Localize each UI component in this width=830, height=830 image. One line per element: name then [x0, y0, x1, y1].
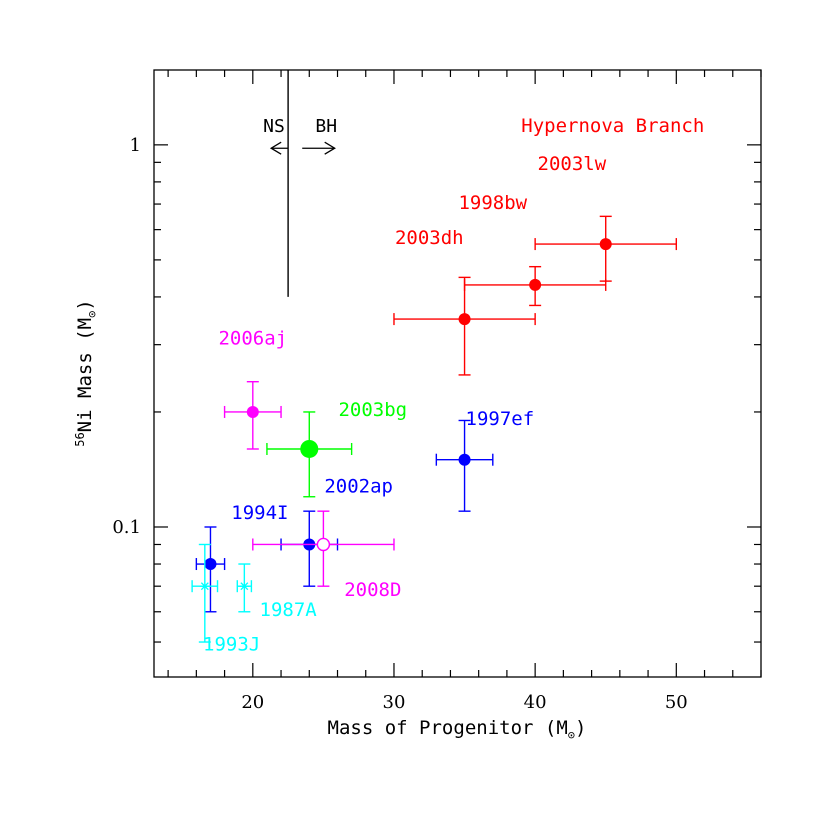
point-label: 2003bg [338, 399, 407, 421]
point-2008D: 2008D [252, 510, 401, 601]
point-1994I: 1994I [195, 502, 288, 613]
x-tick-label: 50 [665, 692, 688, 713]
x-tick-label: 30 [383, 692, 406, 713]
bh-arrow-head [324, 141, 336, 155]
x-tick-label: 20 [241, 692, 264, 713]
point-label: 2006aj [218, 328, 287, 350]
point-label: 1998bw [458, 192, 527, 214]
y-axis-title: 56Ni Mass (M⊙) [73, 299, 99, 447]
marker [316, 537, 331, 552]
point-2003lw: 2003lw [534, 153, 678, 282]
point-1997ef: 1997ef [435, 408, 535, 512]
point-1993J: 1993J [191, 543, 260, 656]
point-label: 1997ef [466, 408, 535, 430]
plot-frame [153, 69, 762, 678]
point-label: 1993J [203, 634, 260, 656]
point-2006aj: 2006aj [218, 328, 287, 450]
marker [599, 238, 612, 251]
point-2003bg: 2003bg [266, 399, 407, 498]
marker [240, 582, 249, 591]
marker [200, 582, 209, 591]
marker [529, 278, 542, 291]
point-1987A: 1987A [236, 563, 318, 621]
marker [204, 558, 217, 571]
point-label: 1987A [260, 599, 318, 621]
marker [246, 405, 259, 418]
marker [458, 453, 471, 466]
data-points: 2003lw 1998bw 2003dh 2006aj 2003bg 1997ef 2002… [191, 153, 678, 656]
axis-ticks: 20 30 40 50 0.1 1 [112, 70, 762, 713]
point-label: 2002ap [324, 476, 393, 498]
x-axis-title: Mass of Progenitor (M⊙) [328, 717, 587, 742]
point-label: 2003lw [538, 153, 607, 175]
y-tick-label: 1 [130, 135, 141, 156]
bh-label: BH [315, 116, 337, 137]
annotations: NS BH Hypernova Branch [263, 70, 704, 297]
point-1998bw: 1998bw [458, 192, 607, 307]
y-tick-label: 0.1 [112, 517, 141, 538]
point-label: 2003dh [395, 227, 464, 249]
ns-label: NS [263, 116, 285, 137]
x-tick-label: 40 [524, 692, 547, 713]
point-2003dh: 2003dh [393, 227, 536, 376]
point-2002ap: 2002ap [280, 476, 393, 587]
ns-arrow-head [269, 141, 282, 155]
hypernova-branch-label: Hypernova Branch [521, 115, 704, 137]
point-label: 2008D [344, 579, 401, 601]
marker [300, 439, 319, 458]
marker [458, 313, 471, 326]
point-label: 1994I [231, 502, 288, 524]
